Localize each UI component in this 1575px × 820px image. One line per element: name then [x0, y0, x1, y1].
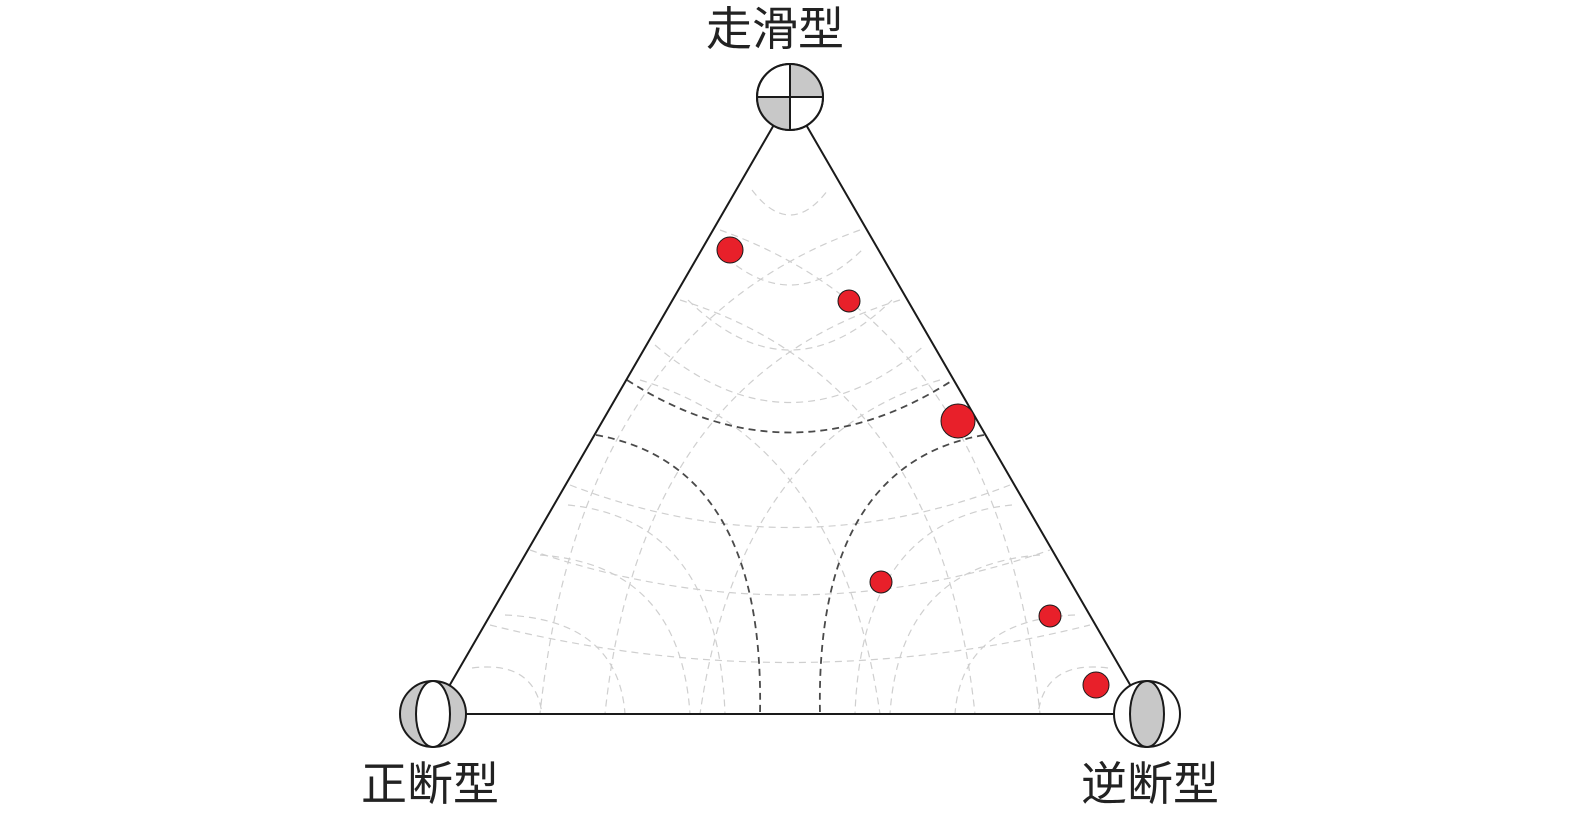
reverse-fault-beachball-icon [1113, 680, 1181, 748]
guide-arc [604, 299, 901, 715]
guide-arc [654, 344, 926, 403]
guide-arc [529, 549, 1051, 596]
event-dot [940, 403, 976, 439]
events-layer [716, 236, 1110, 699]
normal-boundary-arc [595, 434, 761, 715]
strike-slip-boundary-arc [626, 379, 954, 434]
guide-arc [539, 554, 691, 715]
vertex-label-normal-fault: 正断型 [361, 757, 499, 811]
event-dot [837, 289, 861, 313]
guide-arc [687, 299, 893, 351]
guide-arc [679, 299, 976, 715]
guide-arc [567, 504, 726, 715]
guide-arc [719, 229, 1041, 715]
guide-arc [569, 484, 1011, 529]
boundary-arcs [595, 379, 985, 715]
guide-arc [504, 614, 626, 715]
event-dot [716, 236, 744, 264]
reverse-boundary-arc [819, 434, 985, 715]
vertex-label-reverse-fault: 逆断型 [1081, 757, 1219, 811]
guide-arc [854, 504, 1013, 715]
guide-arc [1037, 666, 1109, 715]
guide-arc [471, 666, 543, 715]
guide-arc [699, 379, 941, 715]
light-guide-arcs [471, 189, 1109, 715]
guide-arc [751, 189, 829, 216]
strike-slip-beachball-icon [756, 63, 824, 131]
normal-fault-beachball-icon [399, 680, 467, 748]
event-dot [869, 570, 893, 594]
guide-arc [954, 614, 1076, 715]
event-dot [1082, 671, 1110, 699]
guide-arc [539, 229, 861, 715]
ternary-triangle [431, 95, 1149, 715]
event-dot [1038, 604, 1062, 628]
guide-arc [639, 379, 881, 715]
vertex-label-strike-slip: 走滑型 [706, 2, 844, 56]
guide-arc [889, 554, 1041, 715]
guide-arc [489, 624, 1091, 664]
